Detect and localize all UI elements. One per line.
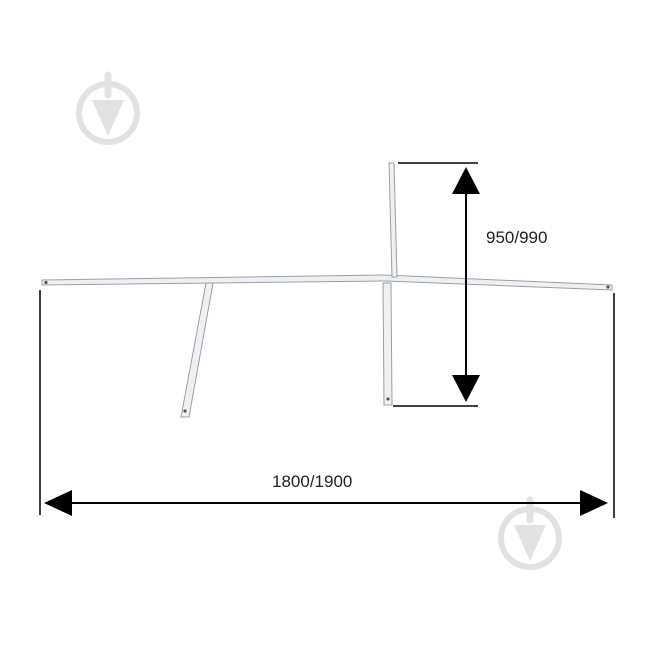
left-leg: [180, 282, 214, 418]
rail-hole-right: [606, 285, 610, 289]
upper-post: [388, 162, 398, 278]
right-leg: [382, 282, 393, 406]
rail-hole-left: [44, 280, 48, 285]
arrowhead-left: [44, 490, 72, 516]
arrowhead-up: [452, 167, 480, 194]
width-dimension: [39, 290, 615, 518]
arrowhead-right: [580, 490, 608, 516]
height-dimension-label: 950/990: [486, 228, 548, 247]
download-arrow-icon: [498, 496, 562, 570]
arrowhead-down: [452, 375, 480, 402]
height-dimension: [393, 162, 480, 407]
main-rail: [41, 274, 613, 291]
left-leg-hole: [183, 409, 187, 413]
right-leg-hole: [386, 397, 390, 401]
width-dimension-label: 1800/1900: [272, 472, 353, 491]
download-arrow-icon: [76, 71, 140, 145]
